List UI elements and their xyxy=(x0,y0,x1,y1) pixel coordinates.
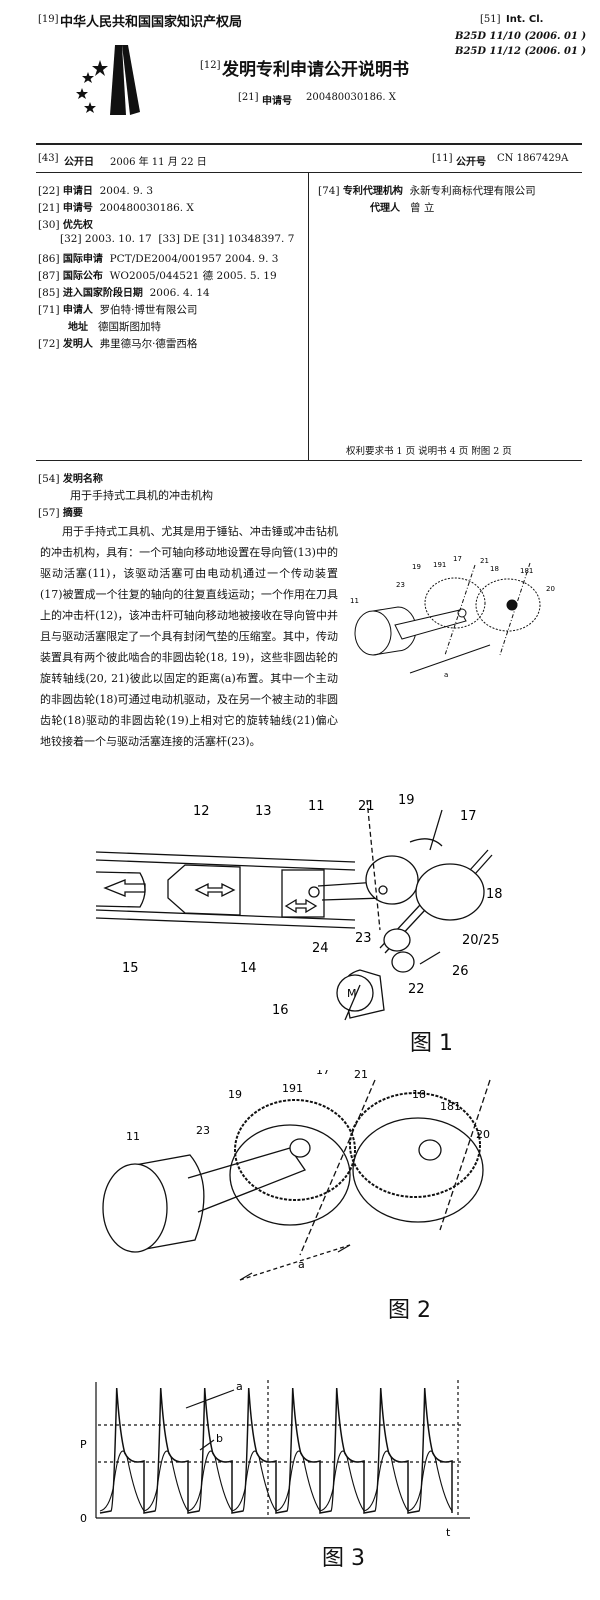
y-origin-label: 0 xyxy=(80,1512,87,1525)
fig2-caption: 图 2 xyxy=(388,1298,431,1323)
x-axis-label: t xyxy=(446,1526,451,1539)
biblio-row: [87] 国际公布 WO2005/044521 德 2005. 5. 19 xyxy=(38,270,277,282)
biblio-top-rule xyxy=(36,172,582,173)
pub-no: CN 1867429A xyxy=(497,153,569,164)
biblio-row: [21] 申请号 200480030186. X xyxy=(38,202,194,214)
app-no: 200480030186. X xyxy=(306,92,396,103)
fig1-caption: 图 1 xyxy=(410,1031,453,1056)
small-fig-label: 181 xyxy=(520,567,533,575)
fig1-label: 23 xyxy=(355,931,372,946)
biblio-bottom-rule xyxy=(36,460,582,461)
series-a-line xyxy=(99,1387,453,1514)
title-heading: [54] 发明名称 xyxy=(38,473,103,485)
fig1-label: 13 xyxy=(255,804,272,819)
fig3-caption: 图 3 xyxy=(322,1546,365,1571)
pages-note: 权利要求书 1 页 说明书 4 页 附图 2 页 xyxy=(346,446,512,457)
app-no-code: [21] xyxy=(238,92,259,103)
office-code: [19] xyxy=(38,14,59,25)
invention-title: 用于手持式工具机的冲击机构 xyxy=(70,489,213,502)
biblio-row: [71] 申请人 罗伯特·博世有限公司 xyxy=(38,304,198,316)
figure-1: 12 13 11 21 19 17 15 14 24 23 20/25 18 2… xyxy=(95,793,503,1021)
series-a-label: a xyxy=(236,1380,243,1393)
small-fig-label: a xyxy=(444,671,448,679)
fig2-label: 20 xyxy=(476,1128,490,1141)
fig1-label: 18 xyxy=(486,887,503,902)
series-a-leader xyxy=(185,1389,235,1409)
biblio-row: [85] 进入国家阶段日期 2006. 4. 14 xyxy=(38,287,210,299)
small-fig-label: 191 xyxy=(433,561,446,569)
pub-date-label: 公开日 xyxy=(64,157,94,168)
biblio-row: [32] 2003. 10. 17 [33] DE [31] 10348397.… xyxy=(60,233,295,245)
figure-3-chart: a b P 0 t xyxy=(80,1380,470,1539)
series-b-leader xyxy=(199,1439,215,1451)
fig2-label: a xyxy=(298,1258,305,1271)
small-fig-label: 20 xyxy=(546,585,555,593)
series-b-label: b xyxy=(216,1432,223,1445)
int-cl-code: [51] xyxy=(480,14,501,25)
small-fig-label: 11 xyxy=(350,597,359,605)
series-b-line xyxy=(99,1450,453,1512)
fig2-label: 18 xyxy=(412,1088,426,1101)
abstract-heading: [57] 摘要 xyxy=(38,507,83,519)
fig2-label: 17 xyxy=(316,1070,330,1077)
biblio-row: [72] 发明人 弗里德马尔·德雷西格 xyxy=(38,338,198,350)
fig1-label: 22 xyxy=(408,982,425,997)
int-cl-2: B25D 11/12 (2006. 01 ) xyxy=(455,46,587,57)
fig2-label: 11 xyxy=(126,1130,140,1143)
fig1-label: 20/25 xyxy=(462,933,499,948)
pub-no-code: [11] xyxy=(432,153,453,164)
biblio-row: [86] 国际申请 PCT/DE2004/001957 2004. 9. 3 xyxy=(38,253,279,265)
cnipa-logo-icon xyxy=(76,45,140,115)
figure-2: 19 191 17 21 18 181 20 11 23 a xyxy=(102,1070,491,1281)
pub-date: 2006 年 11 月 22 日 xyxy=(110,157,207,168)
doc-type: 发明专利申请公开说明书 xyxy=(222,60,409,80)
fig1-label: 11 xyxy=(308,799,325,814)
office-name: 中华人民共和国国家知识产权局 xyxy=(60,15,243,30)
biblio-row: [22] 申请日 2004. 9. 3 xyxy=(38,185,154,197)
fig1-label: 19 xyxy=(398,793,415,808)
doc-type-code: [12] xyxy=(200,60,221,71)
fig1-label: 15 xyxy=(122,961,139,976)
pub-no-label: 公开号 xyxy=(456,157,486,168)
small-fig-label: 17 xyxy=(453,555,462,563)
fig2-label: 19 xyxy=(228,1088,242,1101)
abstract-figure: 11 23 19 191 17 21 18 181 20 a xyxy=(350,555,555,679)
biblio-row: [30] 优先权 xyxy=(38,219,93,231)
biblio-row: 地址 德国斯图加特 xyxy=(68,321,162,333)
biblio-divider xyxy=(308,172,309,460)
small-fig-label: 21 xyxy=(480,557,489,565)
small-fig-label: 18 xyxy=(490,565,499,573)
abstract-text: 用于手持式工具机、尤其是用于锤钻、冲击锤或冲击钻机的冲击机构，具有：一个可轴向移… xyxy=(40,525,338,748)
fig1-label: 17 xyxy=(460,809,477,824)
small-fig-label: 23 xyxy=(396,581,405,589)
fig1-label: 16 xyxy=(272,1003,289,1018)
fig2-label: 23 xyxy=(196,1124,210,1137)
fig2-label: 191 xyxy=(282,1082,303,1095)
app-no-label: 申请号 xyxy=(262,96,292,107)
pub-date-code: [43] xyxy=(38,153,59,164)
fig1-label: 26 xyxy=(452,964,469,979)
header-rule xyxy=(36,143,582,145)
fig1-label: 12 xyxy=(193,804,210,819)
fig1-label: 21 xyxy=(358,799,375,814)
fig2-label: 181 xyxy=(440,1100,461,1113)
fig2-label: 21 xyxy=(354,1070,368,1081)
fig1-label: 24 xyxy=(312,941,329,956)
y-axis-label: P xyxy=(80,1438,87,1451)
fig1-label: M xyxy=(347,987,357,1000)
fig1-label: 14 xyxy=(240,961,257,976)
int-cl-1: B25D 11/10 (2006. 01 ) xyxy=(455,31,587,42)
agent-row: 代理人 曾 立 xyxy=(370,202,435,214)
small-fig-label: 19 xyxy=(412,563,421,571)
int-cl-label: Int. Cl. xyxy=(506,14,544,25)
agency-row: [74] 专利代理机构 永新专利商标代理有限公司 xyxy=(318,185,536,197)
